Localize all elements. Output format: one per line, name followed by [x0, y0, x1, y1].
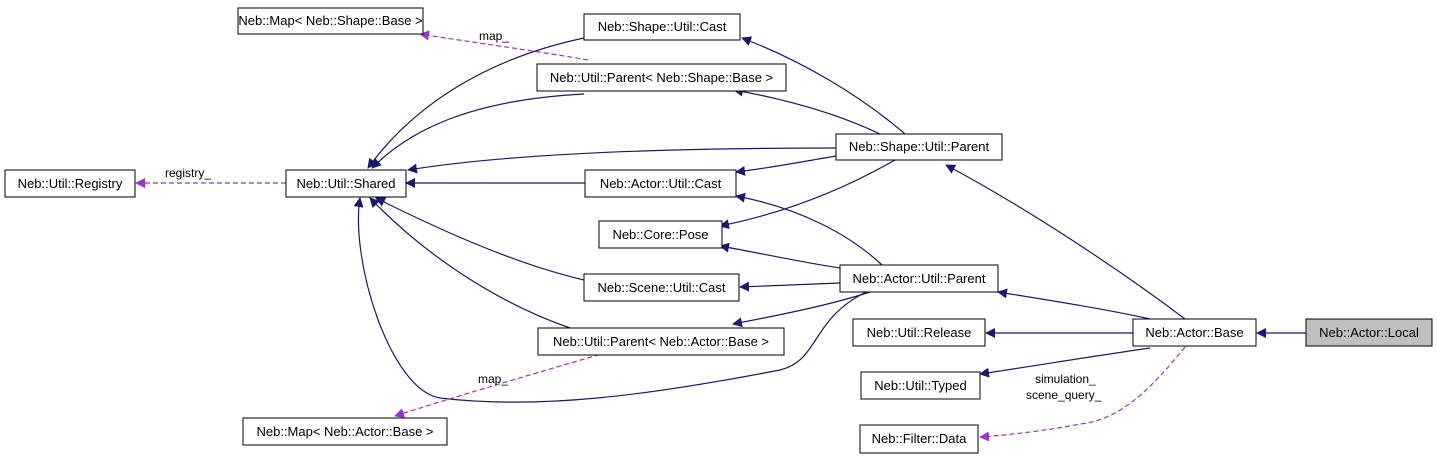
node-label: Neb::Actor::Util::Cast [600, 176, 722, 191]
edge-filter-data-member [979, 346, 1186, 442]
edge-map-actor-member [394, 349, 616, 418]
node-shape-util-parent[interactable]: Neb::Shape::Util::Parent [835, 133, 1003, 161]
node-util-typed[interactable]: Neb::Util::Typed [860, 371, 981, 400]
edge-shape-util-parent-to-shape-util-cast [741, 36, 906, 135]
node-label: Neb::Scene::Util::Cast [598, 280, 726, 295]
edge-actor-base-to-actor-util-parent [997, 288, 1151, 320]
edge-actor-base-to-shape-util-parent [945, 164, 1186, 320]
edge-util-parent-shape-to-shared [371, 93, 585, 169]
node-filter-data[interactable]: Neb::Filter::Data [859, 424, 979, 454]
node-label: Neb::Actor::Util::Parent [853, 271, 986, 286]
edge-actor-util-parent-to-scene-util-cast [739, 281, 841, 292]
node-map-actor[interactable]: Neb::Map< Neb::Actor::Base > [242, 417, 448, 446]
edge-label-simulation: simulation_ [1035, 372, 1096, 386]
node-util-parent-actor[interactable]: Neb::Util::Parent< Neb::Actor::Base > [537, 327, 785, 356]
node-label: Neb::Util::Release [867, 325, 972, 340]
edge-actor-util-parent-to-actor-util-cast [735, 192, 883, 266]
edge-label-scene-query: scene_query_ [1026, 388, 1102, 402]
node-actor-base[interactable]: Neb::Actor::Base [1132, 318, 1257, 347]
node-label: Neb::Util::Typed [874, 378, 967, 393]
node-util-parent-shape[interactable]: Neb::Util::Parent< Neb::Shape::Base > [536, 63, 787, 92]
edge-label-map-shape: map_ [479, 29, 509, 43]
node-shape-util-cast[interactable]: Neb::Shape::Util::Cast [583, 13, 741, 41]
node-label: Neb::Util::Parent< Neb::Actor::Base > [553, 334, 769, 349]
node-label: Neb::Shape::Util::Cast [598, 19, 727, 34]
edge-actor-util-parent-to-core-pose [719, 242, 841, 269]
edge-util-parent-actor-to-shared [369, 197, 571, 329]
edge-shape-util-parent-to-shared [407, 147, 837, 174]
edge-shape-util-parent-to-util-parent-shape [733, 86, 881, 135]
node-label: Neb::Util::Registry [18, 176, 123, 191]
nodes: Neb::Map< Neb::Shape::Base > Neb::Shape:… [4, 7, 1433, 454]
node-label: Neb::Shape::Util::Parent [849, 139, 990, 154]
node-util-release[interactable]: Neb::Util::Release [852, 318, 986, 347]
edge-scene-util-cast-to-shared [375, 197, 585, 281]
node-map-shape[interactable]: Neb::Map< Neb::Shape::Base > [237, 7, 424, 35]
node-label: Neb::Actor::Base [1145, 325, 1243, 340]
node-util-registry[interactable]: Neb::Util::Registry [4, 169, 136, 198]
edge-shape-util-parent-to-core-pose [719, 159, 896, 230]
edge-actor-util-parent-to-util-parent-actor [732, 291, 871, 328]
edge-shape-util-cast-to-shared [367, 37, 585, 169]
edge-shape-util-parent-to-actor-util-cast [735, 155, 837, 176]
edge-label-registry: registry_ [165, 166, 211, 180]
node-label: Neb::Core::Pose [612, 227, 708, 242]
edge-label-map-actor: map_ [478, 372, 508, 386]
inheritance-edges [353, 36, 1306, 403]
edge-actor-base-to-util-typed [979, 347, 1151, 378]
node-actor-local[interactable]: Neb::Actor::Local [1305, 318, 1433, 347]
member-edges [135, 30, 1186, 442]
node-label: Neb::Util::Parent< Neb::Shape::Base > [550, 70, 773, 85]
edge-actor-util-parent-to-shared [353, 197, 867, 403]
node-label: Neb::Map< Neb::Shape::Base > [238, 13, 422, 28]
node-core-pose[interactable]: Neb::Core::Pose [598, 220, 723, 249]
node-label: Neb::Filter::Data [872, 431, 967, 446]
node-label: Neb::Util::Shared [297, 176, 396, 191]
node-util-shared[interactable]: Neb::Util::Shared [285, 169, 407, 198]
node-label: Neb::Map< Neb::Actor::Base > [256, 424, 433, 439]
edge-map-shape-member [419, 30, 589, 61]
node-actor-util-cast[interactable]: Neb::Actor::Util::Cast [584, 169, 737, 198]
node-scene-util-cast[interactable]: Neb::Scene::Util::Cast [583, 273, 740, 302]
node-actor-util-parent[interactable]: Neb::Actor::Util::Parent [839, 264, 999, 293]
edge-labels: map_ registry_ map_ simulation_ scene_qu… [165, 29, 1102, 402]
node-label: Neb::Actor::Local [1319, 325, 1419, 340]
